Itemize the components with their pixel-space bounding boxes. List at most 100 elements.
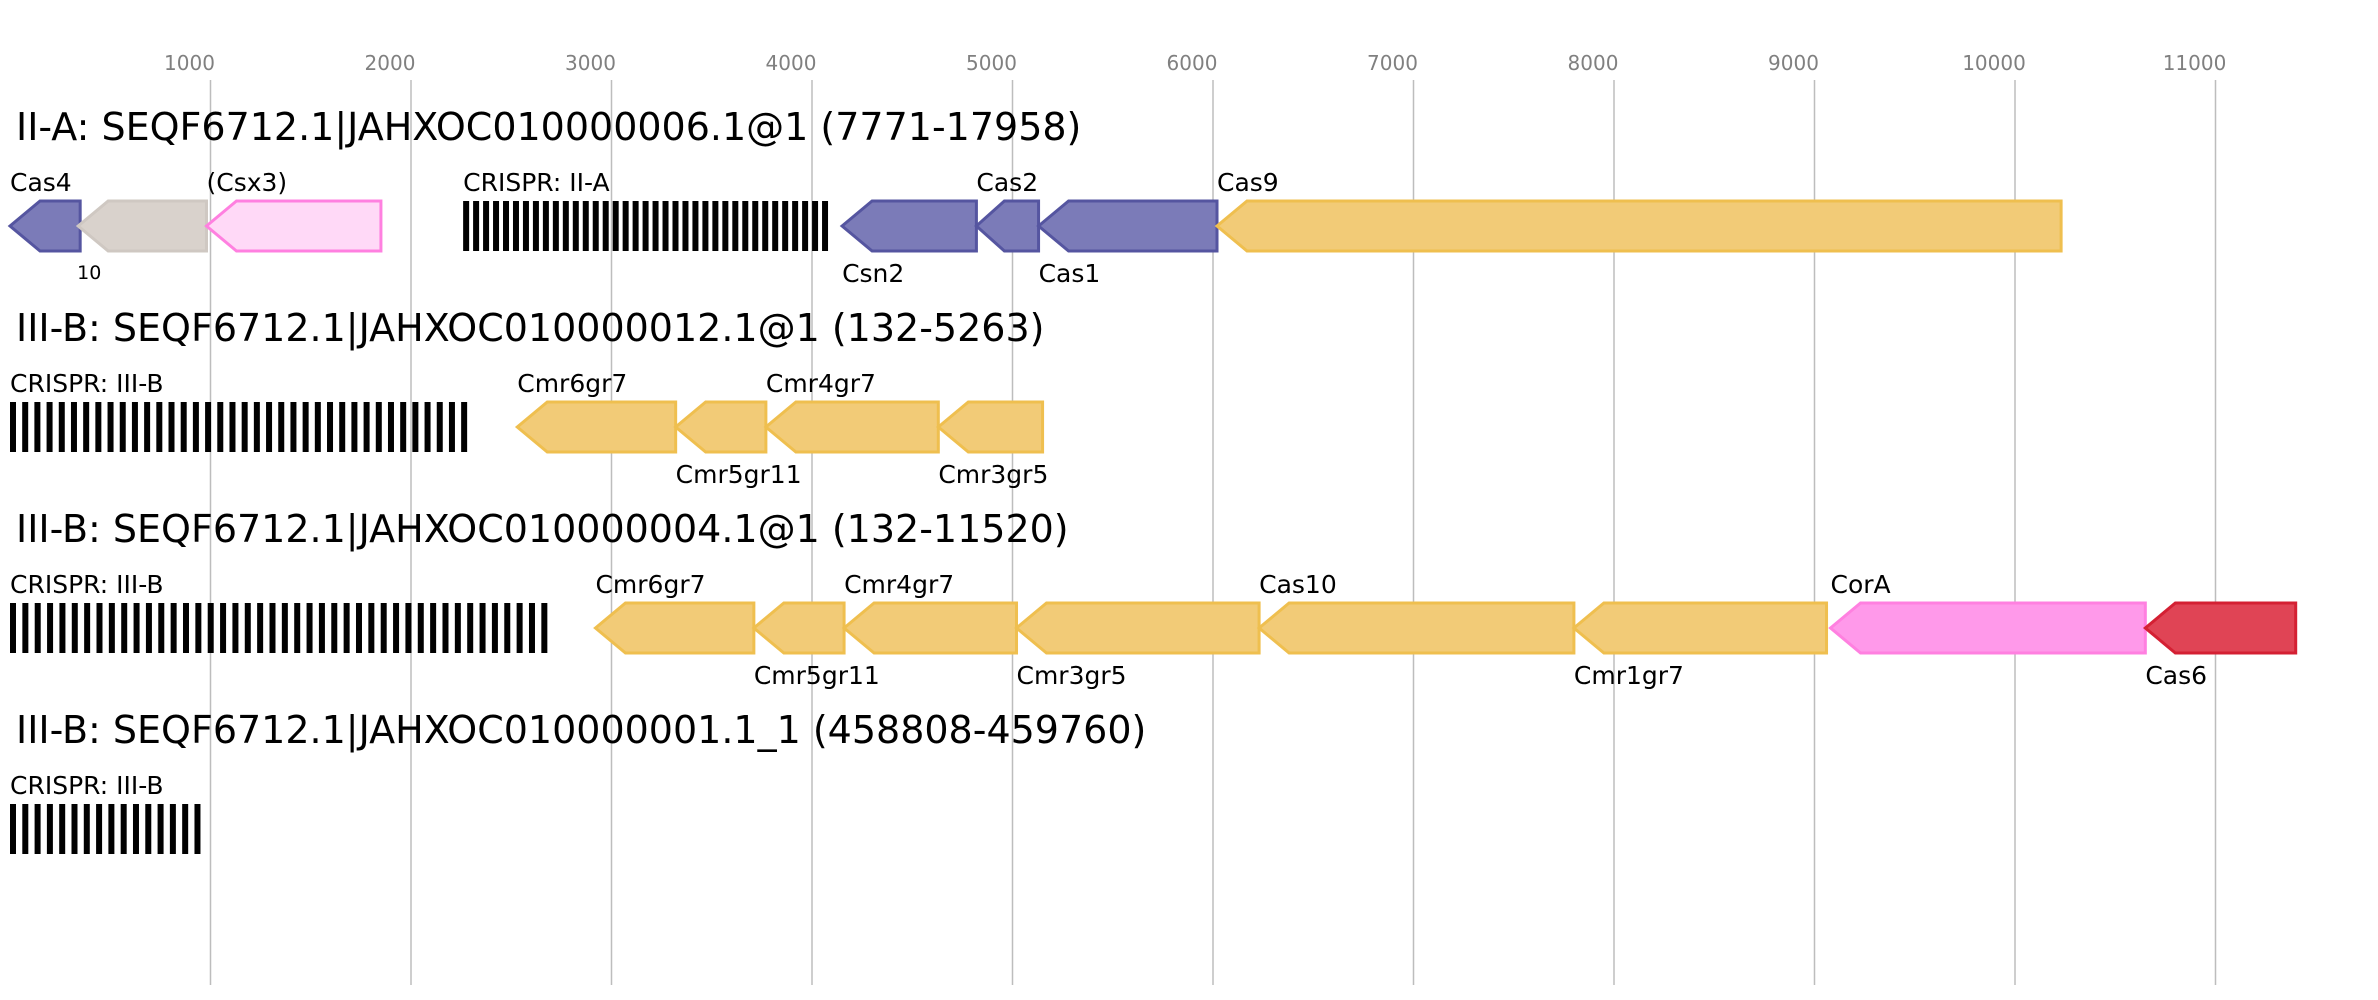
crispr-repeat	[442, 603, 449, 653]
gene-arrow	[974, 199, 1041, 253]
crispr-repeat	[802, 201, 809, 251]
crispr-repeat	[96, 603, 103, 653]
gene-arrow	[673, 400, 768, 454]
crispr-repeat	[327, 402, 334, 452]
tick-label: 3000	[565, 51, 616, 75]
gene-label: Cmr4gr7	[766, 369, 876, 398]
crispr-repeat	[182, 603, 189, 653]
crispr-repeat	[257, 603, 264, 653]
tick-label: 4000	[766, 51, 817, 75]
crispr-repeat	[331, 603, 338, 653]
crispr-repeat	[461, 402, 468, 452]
crispr-label: CRISPR: II-A	[463, 168, 609, 197]
crispr-repeat	[71, 804, 78, 854]
crispr-repeat	[351, 402, 358, 452]
gene-label: Csn2	[842, 259, 904, 288]
gene-arrow	[2142, 601, 2298, 655]
gene-label: Cmr5gr11	[676, 460, 802, 489]
gene-label: Cas4	[10, 168, 72, 197]
crispr-array	[10, 402, 468, 452]
crispr-repeat	[393, 603, 400, 653]
crispr-array	[10, 804, 201, 854]
crispr-repeat	[169, 804, 176, 854]
crispr-repeat	[672, 201, 679, 251]
crispr-repeat	[424, 402, 431, 452]
crispr-repeat	[742, 201, 749, 251]
crispr-repeat	[516, 603, 523, 653]
crispr-repeat	[220, 603, 227, 653]
crispr-repeat	[430, 603, 437, 653]
gene-arrow	[1256, 601, 1576, 655]
crispr-repeat	[363, 402, 370, 452]
crispr-repeat	[782, 201, 789, 251]
crispr-repeat	[454, 603, 461, 653]
gene-label: Cmr5gr11	[754, 661, 880, 690]
crispr-repeat	[120, 804, 127, 854]
crispr-repeat	[380, 603, 387, 653]
gene-label: Cas10	[1259, 570, 1337, 599]
crispr-repeat	[144, 402, 151, 452]
gene-label: Cas2	[976, 168, 1038, 197]
crispr-repeat	[168, 402, 175, 452]
crispr-repeat	[662, 201, 669, 251]
crispr-repeat	[572, 201, 579, 251]
track: III-B: SEQF6712.1|JAHXOC010000012.1@1 (1…	[10, 306, 1048, 489]
crispr-repeat	[22, 402, 29, 452]
gene-label: (Csx3)	[206, 168, 287, 197]
gene-arrow	[839, 199, 978, 253]
gene-arrow	[1036, 199, 1219, 253]
crispr-repeat	[59, 603, 66, 653]
crispr-repeat	[71, 603, 78, 653]
crispr-repeat	[34, 402, 41, 452]
crispr-repeat	[532, 201, 539, 251]
gene-arrow	[751, 601, 846, 655]
crispr-repeat	[467, 603, 474, 653]
crispr-repeat	[622, 201, 629, 251]
crispr-repeat	[182, 804, 189, 854]
gene-label: Cmr6gr7	[517, 369, 627, 398]
crispr-repeat	[232, 603, 239, 653]
crispr-repeat	[95, 402, 102, 452]
crispr-repeat	[59, 804, 66, 854]
crispr-repeat	[241, 402, 248, 452]
gene-label: Cas9	[1217, 168, 1279, 197]
crispr-repeat	[84, 603, 91, 653]
tick-label: 9000	[1768, 51, 1819, 75]
crispr-repeat	[642, 201, 649, 251]
crispr-repeat	[108, 603, 115, 653]
gene-arrow	[1571, 601, 1829, 655]
crispr-repeat	[602, 201, 609, 251]
crispr-repeat	[195, 603, 202, 653]
gene-arrow	[1014, 601, 1261, 655]
crispr-repeat	[822, 201, 829, 251]
crispr-array	[463, 201, 829, 251]
crispr-repeat	[504, 603, 511, 653]
gene-label: Cmr6gr7	[595, 570, 705, 599]
track-title: III-B: SEQF6712.1|JAHXOC010000012.1@1 (1…	[16, 306, 1044, 351]
crispr-repeat	[132, 804, 139, 854]
crispr-repeat	[22, 603, 29, 653]
crispr-repeat	[792, 201, 799, 251]
crispr-repeat	[269, 603, 276, 653]
crispr-repeat	[483, 201, 490, 251]
crispr-repeat	[107, 402, 114, 452]
crispr-repeat	[479, 603, 486, 653]
crispr-repeat	[592, 201, 599, 251]
gene-arrow	[763, 400, 940, 454]
crispr-repeat	[562, 201, 569, 251]
crispr-repeat	[96, 804, 103, 854]
crispr-repeat	[722, 201, 729, 251]
crispr-repeat	[131, 402, 138, 452]
crispr-repeat	[108, 804, 115, 854]
crispr-repeat	[552, 201, 559, 251]
crispr-repeat	[229, 402, 236, 452]
crispr-label: CRISPR: III-B	[10, 570, 164, 599]
crispr-repeat	[133, 603, 140, 653]
crispr-repeat	[375, 402, 382, 452]
crispr-repeat	[339, 402, 346, 452]
crispr-repeat	[582, 201, 589, 251]
crispr-repeat	[170, 603, 177, 653]
crispr-repeat	[522, 201, 529, 251]
crispr-repeat	[46, 804, 53, 854]
